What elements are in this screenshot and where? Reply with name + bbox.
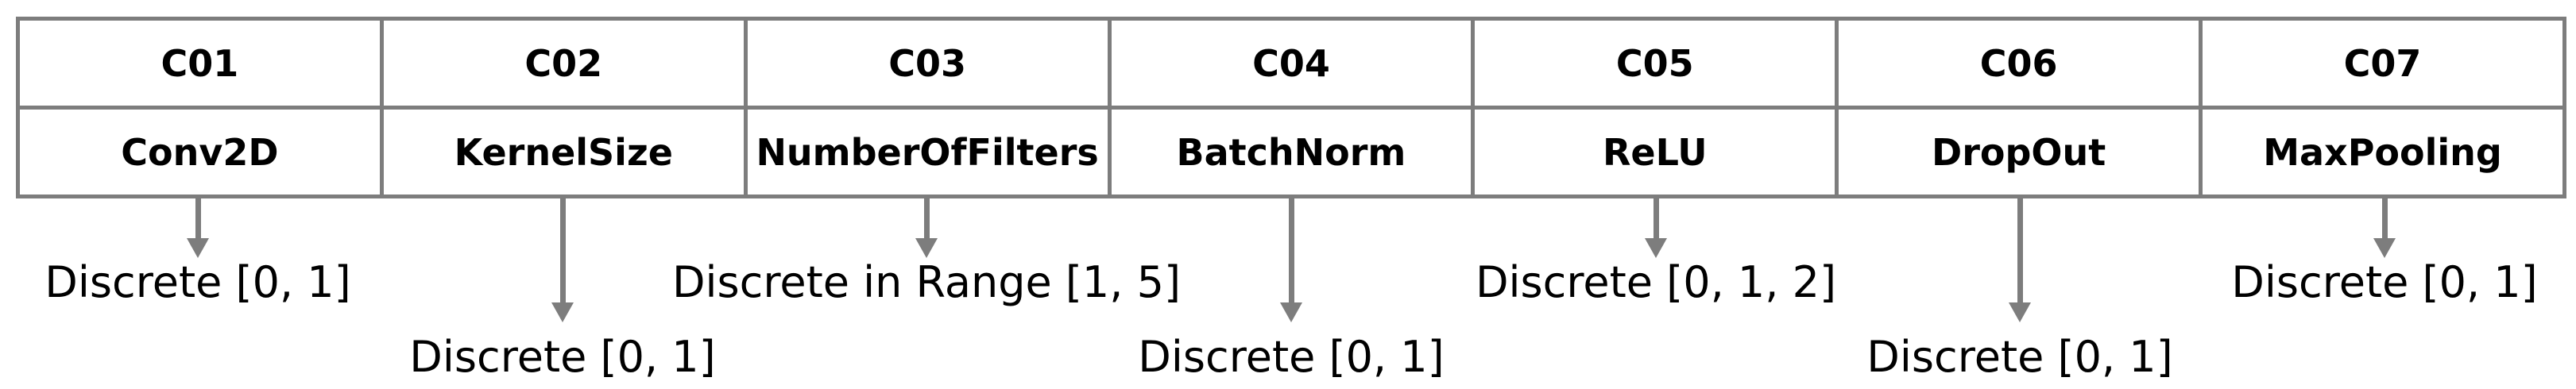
arrow-shaft [559, 195, 566, 302]
constraint-label-c03: Discrete in Range [1, 5] [671, 257, 1182, 307]
down-arrow-icon-c06 [2009, 195, 2031, 322]
constraint-label-c02: Discrete [0, 1] [409, 332, 716, 382]
gene-name-cell-c07: MaxPooling [2199, 106, 2566, 198]
constraint-label-c05: Discrete [0, 1, 2] [1475, 257, 1837, 307]
arrow-shaft [1653, 195, 1659, 238]
arrow-head [2373, 238, 2396, 258]
gene-id-cell-c06: C06 [1835, 17, 2203, 110]
constraint-label-c01: Discrete [0, 1] [44, 257, 351, 307]
arrow-shaft [2381, 195, 2388, 238]
arrow-shaft [1288, 195, 1294, 302]
arrow-head [187, 238, 209, 258]
gene-id-cell-c03: C03 [743, 17, 1112, 110]
down-arrow-icon-c04 [1280, 195, 1302, 322]
gene-id-cell-c02: C02 [379, 17, 748, 110]
arrow-shaft [2017, 195, 2023, 302]
down-arrow-icon-c02 [551, 195, 574, 322]
gene-id-cell-c07: C07 [2199, 17, 2566, 110]
gene-id-cell-c04: C04 [1107, 17, 1476, 110]
gene-name-row: Conv2D KernelSize NumberOfFilters BatchN… [16, 106, 2566, 198]
gene-name-cell-c04: BatchNorm [1107, 106, 1476, 198]
arrow-head [2009, 302, 2031, 322]
arrow-shaft [195, 195, 201, 238]
constraint-label-c07: Discrete [0, 1] [2231, 257, 2538, 307]
gene-name-cell-c03: NumberOfFilters [743, 106, 1112, 198]
arrow-shaft [923, 195, 930, 238]
gene-id-row: C01 C02 C03 C04 C05 C06 C07 [16, 17, 2566, 110]
genome-table: C01 C02 C03 C04 C05 C06 C07 Conv2D Kerne… [16, 17, 2566, 198]
arrow-head [551, 302, 574, 322]
gene-name-cell-c06: DropOut [1835, 106, 2203, 198]
gene-name-cell-c01: Conv2D [16, 106, 384, 198]
arrow-head [915, 238, 938, 258]
constraint-label-c06: Discrete [0, 1] [1866, 332, 2173, 382]
gene-id-cell-c05: C05 [1471, 17, 1839, 110]
down-arrow-icon-c01 [187, 195, 209, 258]
constraint-label-c04: Discrete [0, 1] [1138, 332, 1445, 382]
arrow-head [1645, 238, 1667, 258]
gene-name-cell-c05: ReLU [1471, 106, 1839, 198]
gene-name-cell-c02: KernelSize [379, 106, 748, 198]
down-arrow-icon-c03 [915, 195, 938, 258]
down-arrow-icon-c07 [2373, 195, 2396, 258]
arrow-head [1280, 302, 1302, 322]
down-arrow-icon-c05 [1645, 195, 1667, 258]
gene-id-cell-c01: C01 [16, 17, 384, 110]
